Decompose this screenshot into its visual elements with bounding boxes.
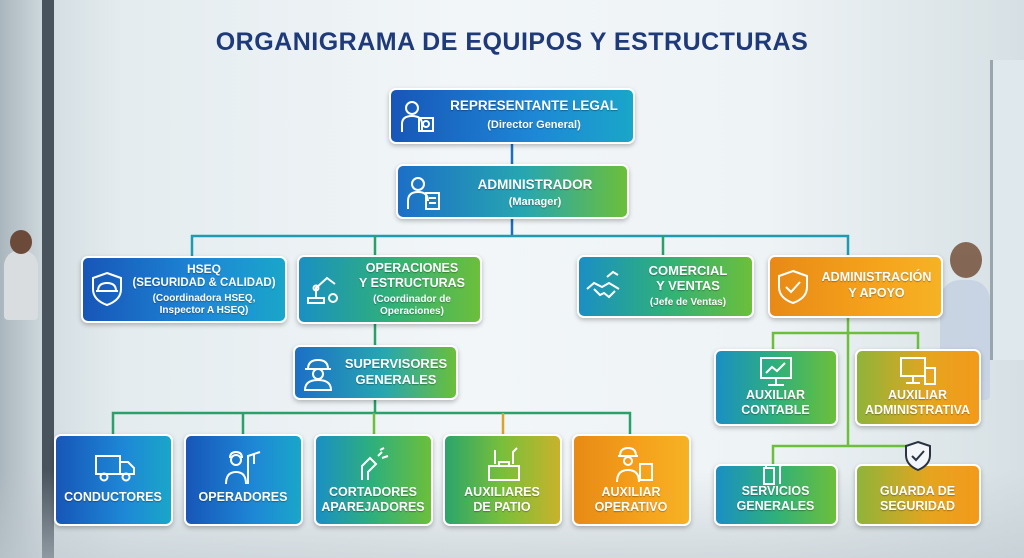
node-auxiliar-contable[interactable]: AUXILIAR CONTABLE (714, 349, 838, 426)
node-title: HSEQ (186, 262, 221, 276)
node-title-line2: CONTABLE (741, 403, 810, 417)
node-title: AUXILIAR (887, 388, 948, 402)
node-subtitle: (Jefe de Ventas) (649, 297, 727, 308)
crane-operator-icon (225, 450, 261, 485)
node-administrador[interactable]: ADMINISTRADOR (Manager) (396, 164, 629, 219)
node-subtitle-line2: Inspector A HSEQ) (159, 305, 249, 316)
legal-representative-icon (401, 101, 434, 132)
node-subtitle: (Coordinador de (373, 294, 451, 305)
node-title: CORTADORES (329, 485, 417, 499)
node-title: AUXILIAR (745, 388, 806, 402)
node-operadores[interactable]: OPERADORES (184, 434, 303, 526)
node-title-line2: Y APOYO (848, 286, 905, 300)
node-representante-legal[interactable]: REPRESENTANTE LEGAL (Director General) (389, 88, 635, 144)
node-conductores[interactable]: CONDUCTORES (54, 434, 173, 526)
node-administracion-apoyo[interactable]: ADMINISTRACIÓN Y APOYO (768, 255, 943, 318)
node-subtitle: (Coordinadora HSEQ, (152, 293, 256, 304)
security-shield-icon (905, 440, 931, 472)
node-title: OPERACIONES (365, 261, 459, 275)
node-cortadores-aparejadores[interactable]: CORTADORES APAREJADORES (314, 434, 433, 526)
node-title: REPRESENTANTE LEGAL (450, 98, 618, 113)
handshake-chart-icon (586, 270, 620, 299)
node-title: OPERADORES (198, 490, 288, 504)
node-subtitle: (Director General) (487, 119, 581, 131)
node-title-line2: (SEGURIDAD & CALIDAD) (132, 277, 276, 289)
node-title-line2: GENERALES (736, 499, 815, 513)
cleaning-supplies-icon (763, 466, 783, 485)
node-title-line2: GENERALES (355, 372, 437, 387)
node-operaciones-estructuras[interactable]: OPERACIONES Y ESTRUCTURAS (Coordinador d… (297, 255, 482, 324)
supervisor-helmet-icon (303, 358, 333, 391)
node-comercial-ventas[interactable]: COMERCIAL Y VENTAS (Jefe de Ventas) (577, 255, 754, 318)
node-title-line2: APAREJADORES (321, 500, 425, 514)
node-title: SERVICIOS (741, 484, 810, 498)
node-title-line2: ADMINISTRATIVA (864, 403, 971, 417)
node-title: AUXILIARES (464, 485, 540, 499)
node-title: GUARDA DE (879, 484, 956, 498)
cutting-torch-icon (361, 447, 389, 480)
node-subtitle-line2: Operaciones) (380, 306, 444, 317)
node-servicios-generales[interactable]: SERVICIOS GENERALES (714, 464, 838, 526)
node-title-line2: Y ESTRUCTURAS (358, 276, 466, 290)
node-title: ADMINISTRACIÓN (821, 270, 932, 284)
safety-helmet-shield-icon (92, 271, 122, 307)
node-subtitle: (Manager) (508, 196, 562, 208)
node-title-line2: SEGURIDAD (879, 499, 955, 513)
node-title: SUPERVISORES (344, 356, 448, 371)
chart-title: ORGANIGRAMA DE EQUIPOS Y ESTRUCTURAS (215, 28, 809, 56)
computer-calculator-icon (900, 357, 936, 385)
node-title: AUXILIAR (601, 485, 661, 499)
node-title: COMERCIAL (648, 263, 728, 278)
manager-clipboard-icon (407, 177, 440, 210)
node-title-line2: Y VENTAS (656, 278, 720, 293)
shield-check-icon (778, 269, 808, 305)
node-hseq[interactable]: HSEQ (SEGURIDAD & CALIDAD) (Coordinadora… (81, 256, 287, 323)
node-title-line2: DE PATIO (473, 500, 531, 514)
computer-chart-icon (760, 357, 792, 386)
node-title: ADMINISTRADOR (477, 177, 593, 192)
node-supervisores-generales[interactable]: SUPERVISORES GENERALES (293, 345, 458, 400)
node-auxiliar-operativo[interactable]: AUXILIAR OPERATIVO (572, 434, 691, 526)
node-guarda-seguridad[interactable]: GUARDA DE SEGURIDAD (855, 464, 981, 526)
node-auxiliar-administrativa[interactable]: AUXILIAR ADMINISTRATIVA (855, 349, 981, 426)
robotic-arm-gear-icon (307, 276, 338, 304)
truck-icon (95, 455, 135, 482)
node-title: CONDUCTORES (64, 490, 162, 504)
toolbox-icon (488, 447, 520, 481)
worker-calculator-icon (616, 446, 653, 483)
node-auxiliares-patio[interactable]: AUXILIARES DE PATIO (443, 434, 562, 526)
node-title-line2: OPERATIVO (594, 500, 668, 514)
